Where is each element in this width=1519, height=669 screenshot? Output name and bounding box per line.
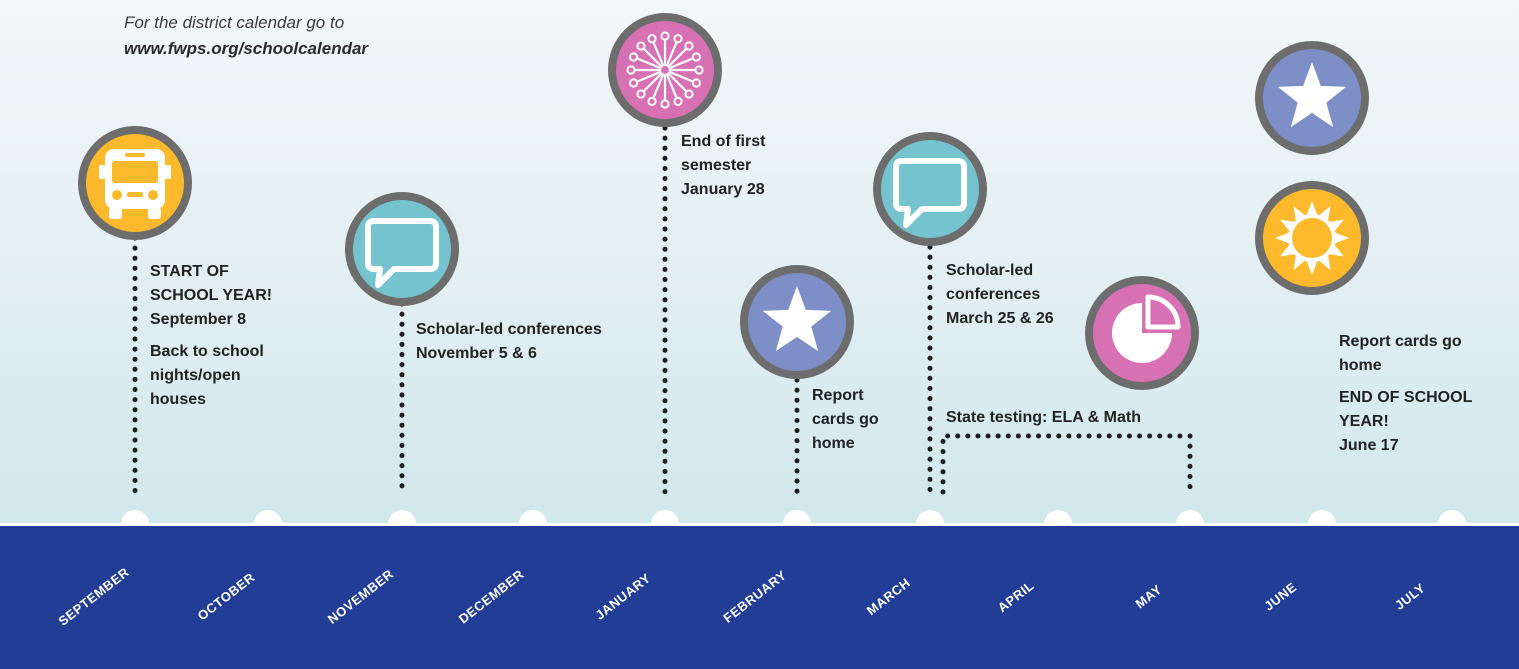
- event-september-extra: Back to school nights/open houses: [150, 343, 264, 408]
- speech-bubble-icon: [893, 158, 967, 228]
- september-marker: [78, 126, 192, 240]
- event-september-line1: START OF SCHOOL YEAR!: [150, 263, 273, 304]
- event-september-line2: September 8: [150, 311, 247, 328]
- event-state-testing-label: State testing: ELA & Math: [946, 409, 1141, 426]
- event-march-line2: March 25 & 26: [946, 310, 1054, 327]
- star-icon: [1277, 62, 1347, 128]
- connector-state-testing: [940, 433, 1193, 495]
- month-band: [0, 523, 1519, 669]
- january-marker: [608, 13, 722, 127]
- february-marker: [740, 265, 854, 379]
- event-february: Report cards go home: [812, 384, 896, 464]
- note-text: For the district calendar go to: [124, 13, 345, 32]
- event-january: End of first semester January 28: [681, 130, 791, 210]
- snowflake-icon: [626, 31, 704, 109]
- speech-bubble-icon: [365, 218, 439, 288]
- event-september-title: START OF SCHOOL YEAR! September 8: [150, 260, 300, 332]
- event-june-date: June 17: [1339, 437, 1399, 454]
- event-june-line1: Report cards go home: [1339, 333, 1462, 374]
- school-bus-icon: [99, 149, 171, 219]
- event-november-line2: November 5 & 6: [416, 345, 537, 362]
- sun-icon: [1275, 201, 1349, 275]
- june-sun-marker: [1255, 181, 1369, 295]
- event-november: Scholar-led conferences November 5 & 6: [416, 318, 606, 374]
- november-marker: [345, 192, 459, 306]
- event-september: START OF SCHOOL YEAR! September 8 Back t…: [150, 260, 300, 420]
- event-state-testing: State testing: ELA & Math: [946, 406, 1226, 438]
- event-march-line1: Scholar-led conferences: [946, 262, 1041, 303]
- dotted-connectors: [132, 125, 1193, 495]
- june-star-marker: [1255, 41, 1369, 155]
- event-february-line1: Report cards go home: [812, 387, 879, 452]
- pie-chart-icon: [1112, 294, 1181, 363]
- state-testing-marker: [1085, 276, 1199, 390]
- event-january-line1: End of first semester: [681, 133, 766, 174]
- event-june: Report cards go home END OF SCHOOL YEAR!…: [1339, 330, 1479, 466]
- calendar-url[interactable]: www.fwps.org/schoolcalendar: [124, 39, 369, 58]
- star-icon: [762, 286, 832, 352]
- event-november-line1: Scholar-led conferences: [416, 321, 602, 338]
- event-march: Scholar-led conferences March 25 & 26: [946, 259, 1064, 339]
- district-calendar-note: For the district calendar go to www.fwps…: [124, 10, 464, 62]
- event-january-line2: January 28: [681, 181, 765, 198]
- event-june-extra: END OF SCHOOL YEAR!: [1339, 389, 1473, 430]
- march-marker: [873, 132, 987, 246]
